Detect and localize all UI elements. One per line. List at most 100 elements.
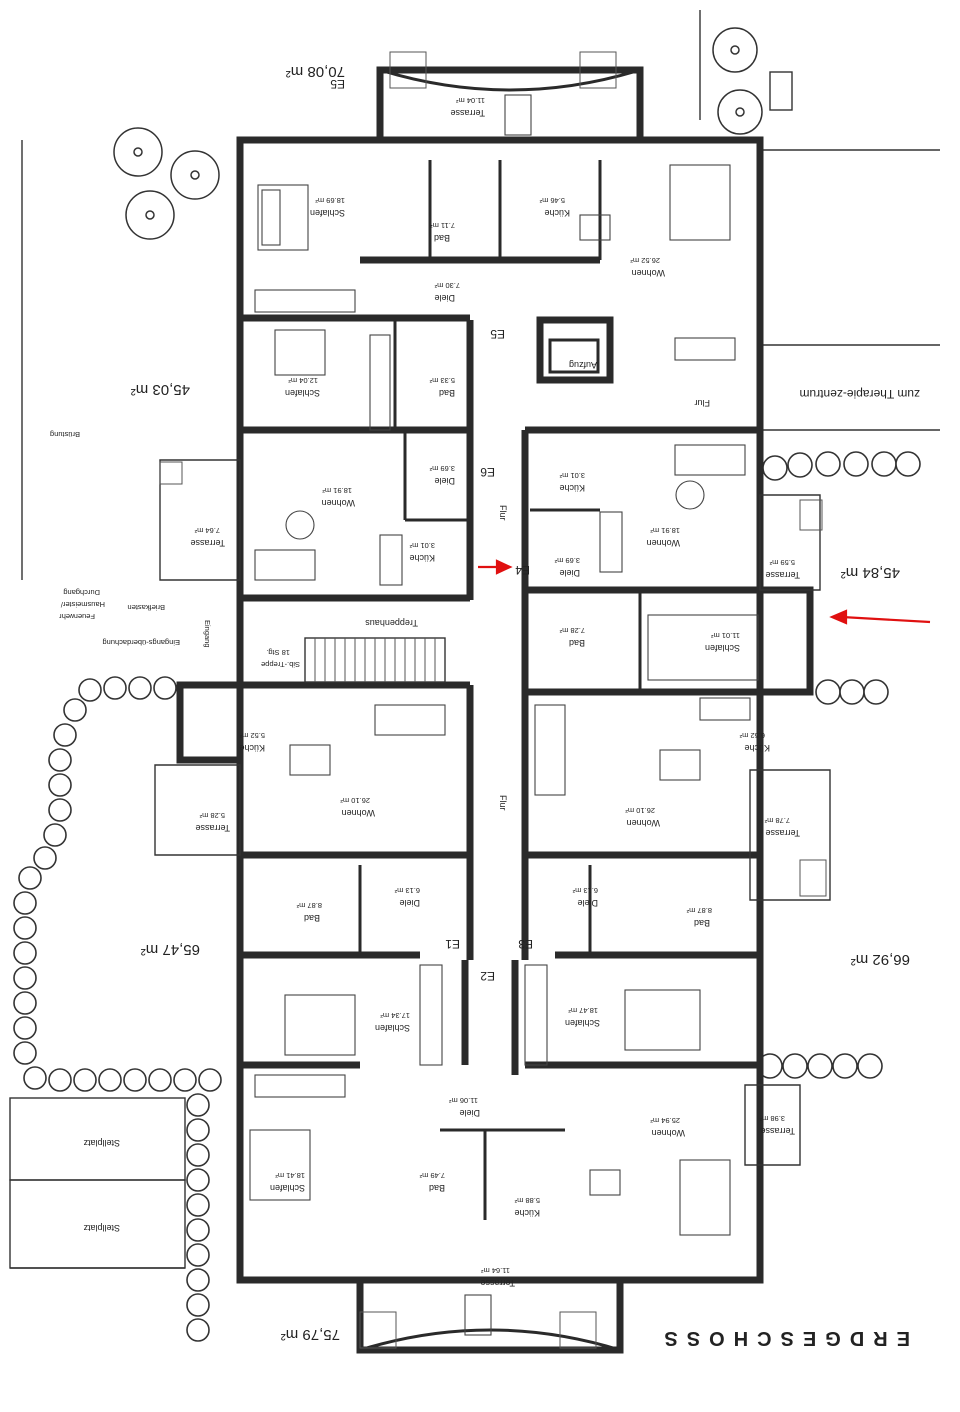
eingangsueberdachung-label: Eingangs-überdachung xyxy=(102,638,180,647)
durchgang-label: Durchgang xyxy=(63,588,100,597)
room-name: Diele xyxy=(434,476,455,486)
stellplatz-label: Stellplatz xyxy=(83,1138,120,1148)
hedge xyxy=(757,451,921,1079)
tree-icon xyxy=(113,27,763,240)
room-name: Küche xyxy=(559,483,585,493)
room-name: Küche xyxy=(409,553,435,563)
unit-e5-tag: E5 xyxy=(330,77,345,91)
room-name: Diele xyxy=(559,568,580,578)
unit-e2-door-tag: E2 xyxy=(480,969,495,983)
furniture xyxy=(249,94,759,1336)
room-name: Terrasse xyxy=(765,570,800,580)
treppenhaus-label: Treppenhaus xyxy=(365,618,418,628)
unit-e4-door-tag: E4 xyxy=(515,563,530,577)
arrow-head-icon xyxy=(495,559,513,575)
unit-e5-door-tag: E5 xyxy=(490,327,505,341)
room-size: 7.28 m² xyxy=(559,626,585,635)
room-name: Wohnen xyxy=(627,818,660,828)
room-name: Bad xyxy=(694,918,710,928)
room-size: 6.52 m² xyxy=(739,731,765,740)
building-walls xyxy=(176,66,814,1354)
room-size: 7.78 m² xyxy=(764,816,790,825)
room-size: 8.87 m² xyxy=(686,906,712,915)
room-name: Wohnen xyxy=(632,268,665,278)
room-size: 3.98 m² xyxy=(759,1114,785,1123)
room-size: 3.01 m² xyxy=(559,471,585,480)
hedge xyxy=(13,676,222,1342)
bruestung-label: Brüstung xyxy=(50,430,80,439)
room-size: 5.52 m² xyxy=(239,731,265,740)
room-size: 3.69 m² xyxy=(554,556,580,565)
sib-treppe-label: Sib.-Treppe xyxy=(261,660,300,669)
room-name: Wohnen xyxy=(647,538,680,548)
room-name: Diele xyxy=(577,898,598,908)
room-name: Küche xyxy=(239,743,265,753)
room-name: Bad xyxy=(439,388,455,398)
room-size: 7.30 m² xyxy=(434,281,460,290)
room-name: Schlafen xyxy=(565,1018,600,1028)
room-name: Terrasse xyxy=(190,538,225,548)
room-size: 11.04 m² xyxy=(455,96,485,105)
room-size: 25.94 m² xyxy=(650,1116,680,1125)
unit-e2-area: 75,79 m² xyxy=(281,1326,340,1343)
room-size: 5.46 m² xyxy=(539,196,565,205)
room-labels: Terrasse 11.04 m² Schlafen 18.69 m² Bad … xyxy=(190,96,800,1288)
room-name: Diele xyxy=(459,1108,480,1118)
room-size: 18.41 m² xyxy=(275,1171,305,1180)
room-size: 11.06 m² xyxy=(448,1096,478,1105)
room-name: Terrasse xyxy=(195,823,230,833)
feuerwehr-label: Feuerwehr xyxy=(59,612,95,621)
unit-e5-area: 70,08 m² xyxy=(286,63,345,80)
aufzug-label: Aufzug xyxy=(569,360,597,370)
eingang-label: Eingang xyxy=(203,620,212,648)
room-size: 5.33 m² xyxy=(429,376,455,385)
room-size: 12.04 m² xyxy=(288,376,318,385)
hausmeister-label: Hausmeister/ xyxy=(60,600,105,609)
arrow-icon xyxy=(841,615,931,624)
flur-label: Flur xyxy=(498,795,508,811)
room-name: Bad xyxy=(434,233,450,243)
room-name: Wohnen xyxy=(322,498,355,508)
room-size: 26.52 m² xyxy=(630,256,660,265)
room-name: Bad xyxy=(569,638,585,648)
room-name: Küche xyxy=(514,1208,540,1218)
room-size: 5.59 m² xyxy=(769,558,795,567)
room-name: Terrasse xyxy=(450,108,485,118)
steps-label: 18 Stg. xyxy=(266,648,290,657)
room-size: 7.64 m² xyxy=(194,526,220,535)
room-name: Schlafen xyxy=(310,208,345,218)
room-name: Schlafen xyxy=(270,1183,305,1193)
unit-e1-area: 65,47 m² xyxy=(141,941,200,958)
unit-e3-area: 66,92 m² xyxy=(851,951,910,968)
room-size: 5.28 m² xyxy=(199,811,225,820)
room-name: Diele xyxy=(434,293,455,303)
room-name: Küche xyxy=(744,743,770,753)
room-name: Diele xyxy=(399,898,420,908)
room-size: 18.91 m² xyxy=(650,526,680,535)
room-size: 17.34 m² xyxy=(380,1011,410,1020)
room-size: 18.91 m² xyxy=(322,486,352,495)
room-name: Terrasse xyxy=(765,828,800,838)
room-size: 3.69 m² xyxy=(429,464,455,473)
room-name: Schlafen xyxy=(285,388,320,398)
room-size: 5.88 m² xyxy=(514,1196,540,1205)
room-size: 7.11 m² xyxy=(430,221,455,230)
arrow-head-icon xyxy=(829,609,848,625)
room-size: 11.01 m² xyxy=(710,631,740,640)
stairs xyxy=(304,637,446,683)
stellplatz-label: Stellplatz xyxy=(83,1223,120,1233)
bench xyxy=(769,71,793,111)
room-name: Wohnen xyxy=(652,1128,685,1138)
unit-e1-door-tag: E1 xyxy=(445,937,460,951)
room-name: Bad xyxy=(429,1183,445,1193)
unit-e6-door-tag: E6 xyxy=(480,465,495,479)
room-name: Schlafen xyxy=(705,643,740,653)
unit-e3-door-tag: E3 xyxy=(518,937,533,951)
room-size: 6.13 m² xyxy=(394,886,420,895)
flur-label: Flur xyxy=(694,398,710,408)
room-size: 3.01 m² xyxy=(409,541,435,550)
room-size: 26.10 m² xyxy=(340,796,370,805)
room-name: Bad xyxy=(304,913,320,923)
unit-e4-area: 45,84 m² xyxy=(841,564,900,581)
